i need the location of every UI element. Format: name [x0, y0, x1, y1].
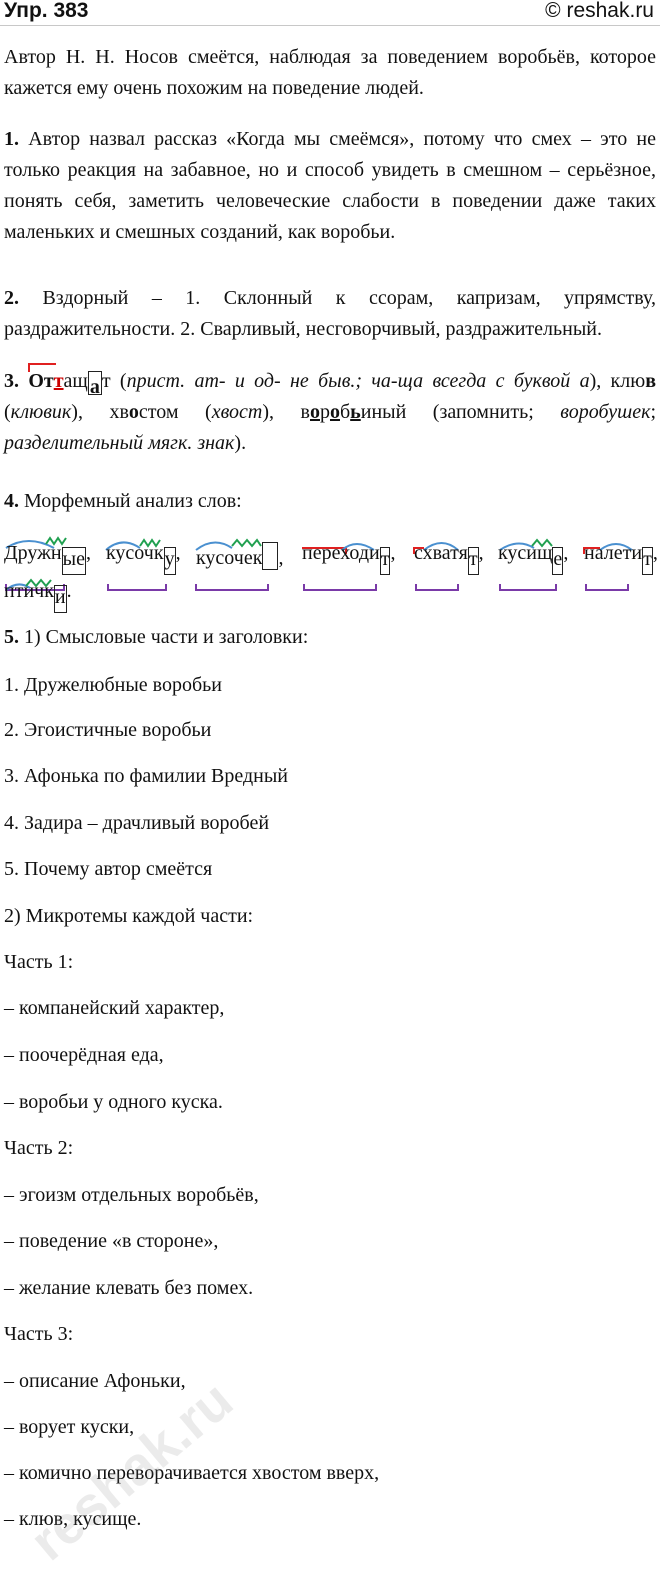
list-line: – желание клевать без помех. — [4, 1277, 254, 1299]
ending-box: т — [642, 547, 653, 575]
morph-word-ptichki: птички. — [4, 580, 72, 613]
list-line: Часть 2: — [4, 1137, 74, 1159]
ending-box: е — [552, 547, 564, 575]
list-line: – компанейский характер, — [4, 997, 225, 1019]
ending-box: ые — [61, 547, 86, 575]
list-line: – воробьи у одного куска. — [4, 1091, 223, 1113]
answer-2-text: Вздорный – 1. Склонный к ссорам, каприза… — [4, 287, 656, 340]
answer-4-number: 4. — [4, 490, 19, 512]
answer-1-text: Автор назвал рассказ «Когда мы смеёмся»,… — [4, 128, 656, 243]
list-line: 1. Дружелюбные воробьи — [4, 674, 222, 696]
list-line: 5. Почему автор смеётся — [4, 858, 213, 880]
answer-3-number: 3. — [4, 370, 19, 392]
morph-word-kusochek: кусочек, — [196, 542, 283, 570]
note-soft-sign: разделительный мягк. знак — [4, 432, 235, 454]
answer-4-text: Морфемный анализ слов: — [19, 490, 242, 512]
answer-5-number: 5. — [4, 626, 19, 648]
site-credit: © reshak.ru — [545, 0, 654, 22]
note-vorobushek: воробушек — [560, 401, 651, 423]
list-line: – поочерёдная еда, — [4, 1044, 164, 1066]
morph-word-perekhodit: переходит, — [302, 542, 395, 575]
note-khvost: хвост — [211, 401, 263, 423]
list-line: – клюв, кусище. — [4, 1508, 142, 1530]
morph-word-kusishche: кусище, — [498, 542, 568, 575]
morph-word-naletit: налетит, — [584, 542, 658, 575]
ending-box: т — [379, 547, 391, 575]
intro-paragraph: Автор Н. Н. Носов смеётся, наблюдая за п… — [4, 46, 656, 99]
note-klyuvik: клювик — [10, 401, 72, 423]
morph-word-kusochku: кусочку, — [106, 542, 181, 575]
morpheme-marks — [5, 536, 633, 591]
header-divider — [0, 25, 660, 26]
list-line: – поведение «в стороне», — [4, 1230, 219, 1252]
list-line: 2. Эгоистичные воробьи — [4, 719, 212, 741]
list-line: – ворует куски, — [4, 1416, 135, 1438]
exercise-title: Упр. 383 — [4, 0, 89, 22]
ending-box: у — [163, 547, 176, 575]
list-line: – описание Афоньки, — [4, 1370, 186, 1392]
answer-1: 1. Автор назвал рассказ «Когда мы смеёмс… — [4, 124, 656, 248]
ending-box: а — [87, 371, 102, 398]
answer-2: 2. Вздорный – 1. Склонный к ссорам, капр… — [4, 283, 656, 345]
list-line: 3. Афонька по фамилии Вредный — [4, 765, 289, 787]
list-line: – комично переворачивается хвостом вверх… — [4, 1462, 380, 1484]
answer-5: 5. 1) Смысловые части и заголовки: — [4, 626, 308, 649]
ending-box-null — [262, 542, 279, 570]
list-line: Часть 3: — [4, 1323, 74, 1345]
morpheme-analysis: Дружные, кусочку, кусочек, переходит, сх… — [0, 536, 660, 613]
ending-box: т — [467, 547, 479, 575]
list-line: 2) Микротемы каждой части: — [4, 905, 254, 927]
list-line: 4. Задира – драчливый воробей — [4, 812, 270, 834]
page-header: Упр. 383 © reshak.ru — [4, 0, 654, 24]
answer-1-number: 1. — [4, 128, 19, 150]
answer-4: 4. Морфемный анализ слов: — [4, 490, 242, 513]
prefix-mark — [28, 363, 57, 372]
list-line: – эгоизм отдельных воробьёв, — [4, 1184, 259, 1206]
morph-word-druzhnye: Дружные, — [4, 542, 91, 575]
ending-box: и — [53, 585, 67, 613]
answer-2-number: 2. — [4, 287, 19, 309]
note-prefix: прист. ат- и од- не быв.; ча-ща всегда с… — [126, 370, 590, 392]
answer-5-text: 1) Смысловые части и заголовки: — [19, 626, 309, 648]
morph-word-skhvatyat: схватят, — [414, 542, 484, 575]
list-line: Часть 1: — [4, 951, 74, 973]
